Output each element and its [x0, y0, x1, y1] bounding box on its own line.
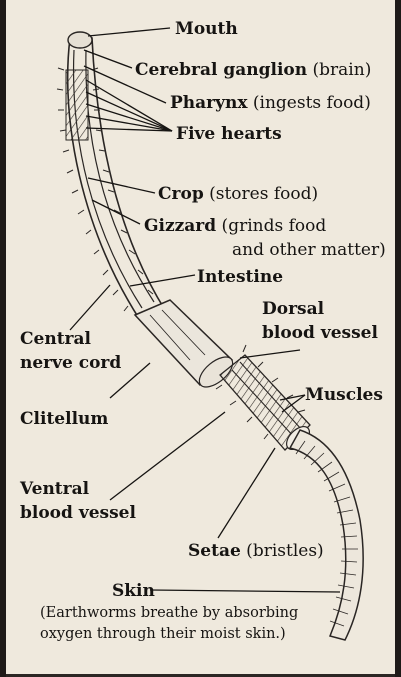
- label-ventral-2: blood vessel: [20, 503, 136, 523]
- label-intestine: Intestine: [197, 267, 283, 287]
- label-skin-note-2: oxygen through their moist skin.): [40, 626, 286, 642]
- label-gizzard-name: Gizzard: [144, 216, 216, 236]
- label-gizzard-note: (grinds food: [216, 216, 326, 236]
- label-dorsal-1: Dorsal: [262, 299, 325, 319]
- label-pharynx-note: (ingests food): [248, 93, 371, 113]
- worm-tail: [290, 430, 363, 640]
- label-gizzard: Gizzard (grinds food: [144, 216, 326, 236]
- label-central-2: nerve cord: [20, 353, 121, 373]
- label-crop: Crop (stores food): [158, 184, 318, 204]
- label-ventral-1: Ventral: [19, 479, 90, 499]
- label-setae-note: (bristles): [241, 541, 324, 561]
- label-central-1: Central: [20, 329, 92, 349]
- label-skin: Skin: [112, 581, 155, 601]
- label-gizzard-note-2: and other matter): [232, 240, 386, 260]
- label-setae: Setae (bristles): [188, 541, 324, 561]
- label-pharynx: Pharynx (ingests food): [170, 93, 371, 113]
- label-crop-name: Crop: [158, 184, 204, 204]
- label-cerebral-ganglion-name: Cerebral ganglion: [135, 60, 307, 80]
- label-setae-name: Setae: [188, 541, 241, 561]
- label-skin-note-1: (Earthworms breathe by absorbing: [40, 605, 298, 621]
- label-dorsal-2: blood vessel: [262, 323, 378, 343]
- label-clitellum: Clitellum: [20, 409, 108, 429]
- label-mouth: Mouth: [175, 19, 238, 39]
- label-muscles: Muscles: [305, 385, 383, 405]
- label-crop-note: (stores food): [204, 184, 318, 204]
- label-pharynx-name: Pharynx: [170, 93, 248, 113]
- label-cerebral-ganglion: Cerebral ganglion (brain): [135, 60, 371, 80]
- label-five-hearts: Five hearts: [176, 124, 282, 144]
- label-cerebral-ganglion-note: (brain): [307, 60, 371, 80]
